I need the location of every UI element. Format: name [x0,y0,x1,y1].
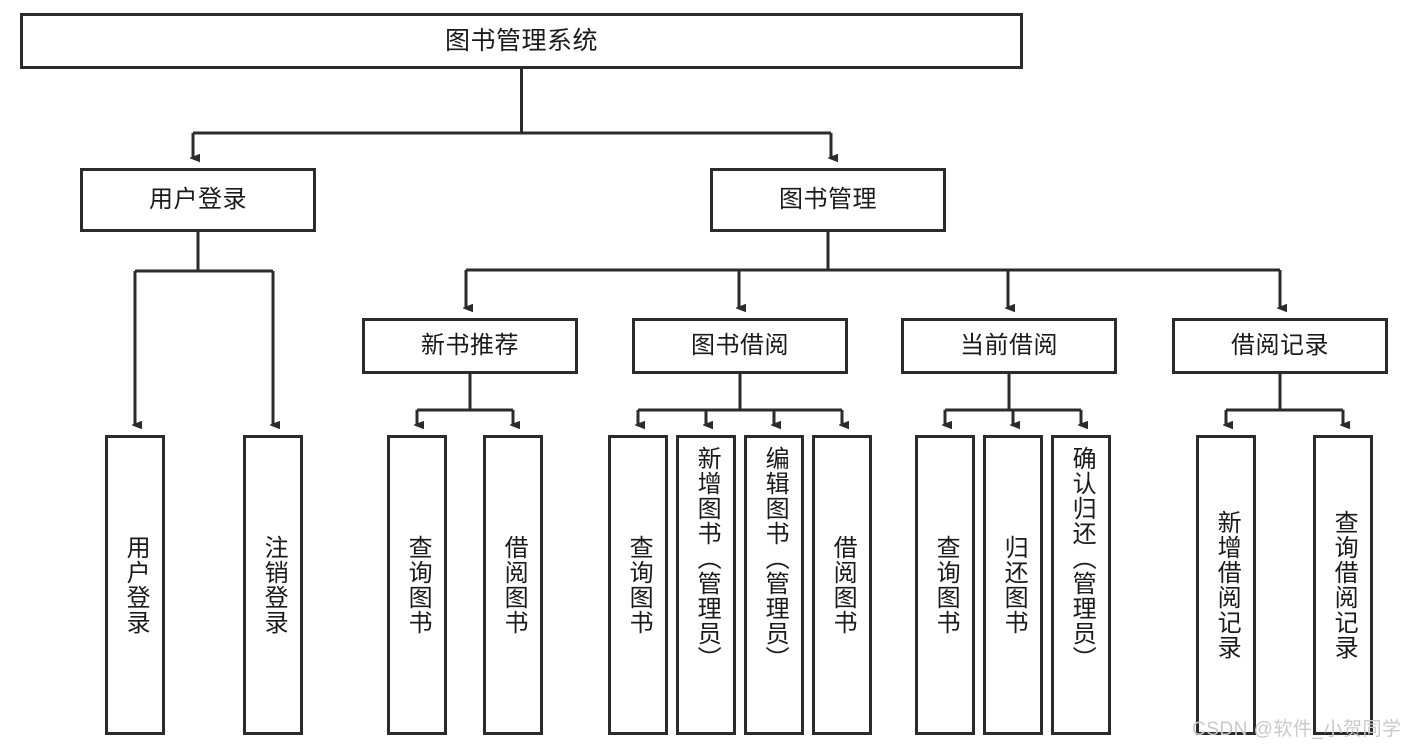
node-current-borrow[interactable]: 当前借阅 [901,318,1117,374]
node-user-login[interactable]: 用户登录 [80,168,316,232]
node-current-borrow-label: 当前借阅 [960,331,1058,359]
leaf-query-book-borrow-label: 查询图书 [625,535,653,635]
node-book-borrow-label: 图书借阅 [691,331,789,359]
node-root-label: 图书管理系统 [444,27,598,55]
leaf-add-borrow-record-label: 新增借阅记录 [1213,510,1241,660]
leaf-edit-book-admin-label: 编辑图书（管理员） [761,446,789,671]
leaf-borrow-book[interactable]: 借阅图书 [812,435,872,735]
node-user-login-label: 用户登录 [149,185,247,213]
leaf-borrow-book-recommend-label: 借阅图书 [500,535,528,635]
leaf-return-book[interactable]: 归还图书 [983,435,1043,735]
leaf-query-book-recommend[interactable]: 查询图书 [387,435,447,735]
leaf-user-login[interactable]: 用户登录 [105,435,165,735]
node-new-book-recommend-label: 新书推荐 [421,331,519,359]
leaf-confirm-return-admin[interactable]: 确认归还（管理员） [1051,435,1111,735]
node-new-book-recommend[interactable]: 新书推荐 [362,318,578,374]
leaf-query-book-recommend-label: 查询图书 [404,535,432,635]
leaf-edit-book-admin[interactable]: 编辑图书（管理员） [744,435,804,735]
csdn-watermark: CSDN @软件_小贺同学 [1192,719,1402,740]
leaf-user-login-label: 用户登录 [122,535,150,635]
leaf-logout-label: 注销登录 [260,535,288,635]
leaf-query-book-borrow[interactable]: 查询图书 [608,435,668,735]
leaf-add-book-admin[interactable]: 新增图书（管理员） [676,435,736,735]
leaf-confirm-return-admin-label: 确认归还（管理员） [1068,446,1096,671]
node-root[interactable]: 图书管理系统 [20,13,1023,69]
leaf-borrow-book-recommend[interactable]: 借阅图书 [483,435,543,735]
leaf-logout[interactable]: 注销登录 [243,435,303,735]
leaf-add-book-admin-label: 新增图书（管理员） [693,446,721,671]
leaf-query-borrow-record[interactable]: 查询借阅记录 [1313,435,1373,735]
node-borrow-record[interactable]: 借阅记录 [1172,318,1388,374]
leaf-query-book-current[interactable]: 查询图书 [915,435,975,735]
node-book-management-label: 图书管理 [779,185,877,213]
leaf-borrow-book-label: 借阅图书 [829,535,857,635]
node-borrow-record-label: 借阅记录 [1231,331,1329,359]
leaf-return-book-label: 归还图书 [1000,535,1028,635]
node-book-management[interactable]: 图书管理 [710,168,946,232]
leaf-add-borrow-record[interactable]: 新增借阅记录 [1196,435,1256,735]
leaf-query-borrow-record-label: 查询借阅记录 [1330,510,1358,660]
leaf-query-book-current-label: 查询图书 [932,535,960,635]
node-book-borrow[interactable]: 图书借阅 [632,318,848,374]
